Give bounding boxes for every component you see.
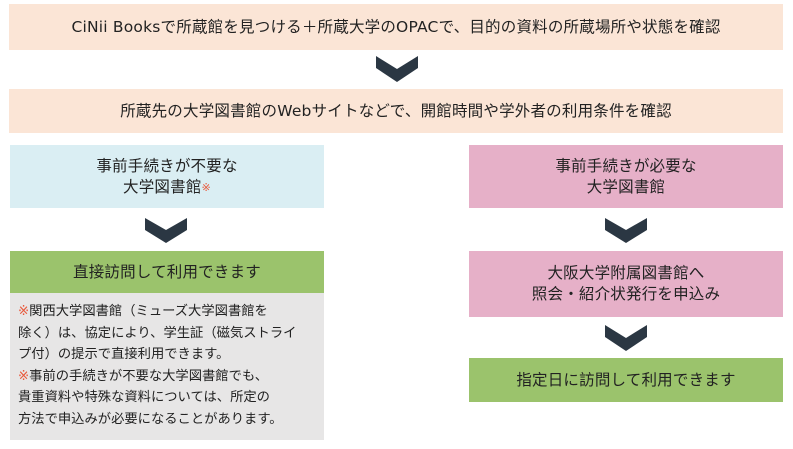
direct-visit-text: 直接訪問して利用できます [73, 262, 261, 281]
procedure-required-title-line2: 大学図書館 [586, 177, 666, 196]
down-arrow-icon [605, 218, 647, 243]
osaka-library-request-box: 大阪大学附属図書館へ 照会・紹介状発行を申込み [469, 251, 783, 317]
note-mark: ※ [18, 304, 30, 319]
note-kansai-line1: 関西大学図書館（ミューズ大学図書館を [29, 304, 268, 319]
down-arrow-icon [145, 218, 187, 243]
note-kansai-line2: 除く）は、協定により、学生証（磁気ストライ [18, 325, 297, 341]
note-kansai-line3: プ付）の提示で直接利用できます。 [18, 347, 230, 362]
designated-day-visit-text: 指定日に訪問して利用できます [516, 370, 736, 389]
no-procedure-library-box: 事前手続きが不要な 大学図書館※ [10, 145, 324, 208]
step-opac-box: CiNii Booksで所蔵館を見つける＋所蔵大学のOPACで、目的の資料の所蔵… [9, 4, 783, 50]
note-mark: ※ [18, 368, 30, 384]
no-procedure-title-line1: 事前手続きが不要な [96, 156, 238, 175]
note-kansai: ※関西大学図書館（ミューズ大学図書館を 除く）は、協定により、学生証（磁気ストラ… [18, 301, 318, 366]
notes-box: ※関西大学図書館（ミューズ大学図書館を 除く）は、協定により、学生証（磁気ストラ… [10, 293, 324, 440]
note-mark: ※ [201, 180, 211, 194]
down-arrow-icon [605, 325, 647, 351]
procedure-required-library-box: 事前手続きが必要な 大学図書館 [469, 145, 783, 208]
step-website-text: 所蔵先の大学図書館のWebサイトなどで、開館時間や学外者の利用条件を確認 [120, 101, 672, 120]
note-special-line2: 貴重資料や特殊な資料については、所定の [18, 390, 270, 405]
step-website-box: 所蔵先の大学図書館のWebサイトなどで、開館時間や学外者の利用条件を確認 [9, 89, 783, 133]
note-special-materials: ※事前の手続きが不要な大学図書館でも、 貴重資料や特殊な資料については、所定の … [18, 366, 318, 431]
down-arrow-icon [376, 56, 418, 82]
direct-visit-box: 直接訪問して利用できます [10, 251, 324, 293]
osaka-request-line1: 大阪大学附属図書館へ [547, 264, 705, 282]
osaka-request-line2: 照会・紹介状発行を申込み [531, 285, 721, 303]
step-opac-text: CiNii Booksで所蔵館を見つける＋所蔵大学のOPACで、目的の資料の所蔵… [71, 17, 721, 36]
designated-day-visit-box: 指定日に訪問して利用できます [469, 358, 783, 402]
procedure-required-title-line1: 事前手続きが必要な [555, 156, 697, 175]
note-special-line3: 方法で申込みが必要になることがあります。 [18, 411, 283, 427]
no-procedure-title-line2: 大学図書館 [123, 177, 202, 196]
note-special-line1: 事前の手続きが不要な大学図書館でも、 [29, 368, 269, 384]
